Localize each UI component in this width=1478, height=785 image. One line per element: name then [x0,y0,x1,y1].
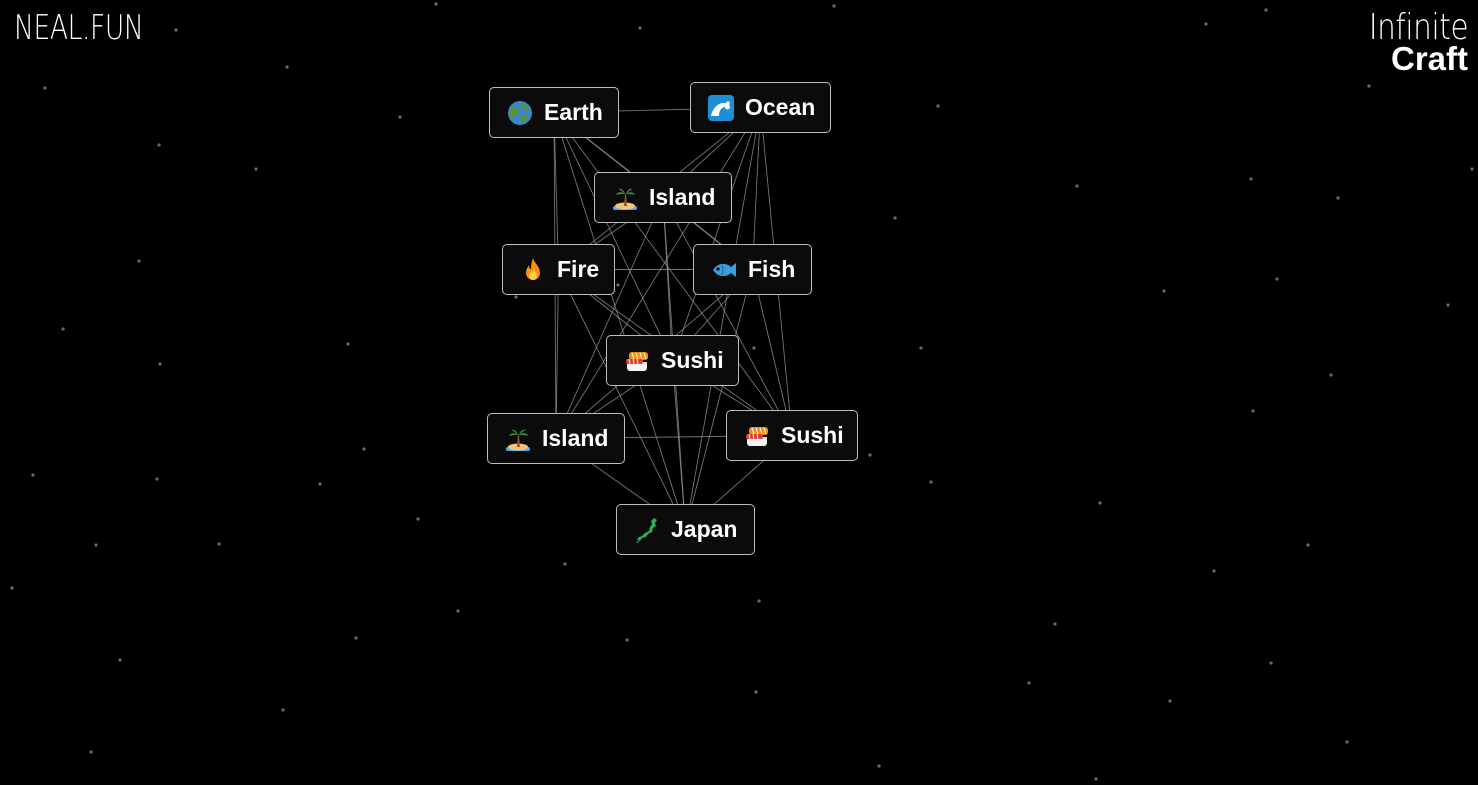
connection-line [555,107,761,439]
element-label: Sushi [781,422,844,448]
element-label: Fish [748,256,796,282]
connection-line [553,112,793,436]
connection-line [553,112,673,361]
connection-line [672,107,761,361]
element-label: Earth [544,99,603,125]
fish-icon [710,256,738,284]
element-earth[interactable]: Earth [489,87,619,138]
element-label: Japan [671,516,738,542]
connection-line [555,269,559,439]
element-island[interactable]: Island [487,413,625,464]
element-island[interactable]: Island [594,172,732,223]
element-sushi[interactable]: Sushi [726,410,858,461]
connection-line [558,269,686,530]
element-label: Island [649,184,716,210]
connection-line [752,107,761,270]
sushi-icon [623,347,651,375]
japan-map-icon [633,516,661,544]
app-title-craft: Craft [1390,40,1468,77]
connection-line [553,112,559,270]
connection-line [553,112,686,530]
element-ocean[interactable]: Ocean [690,82,831,133]
element-japan[interactable]: Japan [616,504,755,555]
desert-island-icon [504,425,532,453]
sushi-icon [743,422,771,450]
water-wave-icon [707,94,735,122]
connection-line [555,197,664,439]
element-label: Sushi [661,347,724,373]
desert-island-icon [611,184,639,212]
element-sushi[interactable]: Sushi [606,335,739,386]
globe-earth-icon [506,99,534,127]
neal-fun-logo[interactable]: NEAL.FUN [14,8,144,48]
connection-line [752,269,793,436]
connection-line [685,269,753,530]
app-title-infinite: Infinite [1368,7,1469,48]
element-fire[interactable]: Fire [502,244,615,295]
app-title: Infinite Craft [1347,7,1469,77]
element-label: Fire [557,256,600,282]
element-label: Island [542,425,609,451]
connection-line [662,197,793,436]
connection-line [672,360,686,530]
element-label: Ocean [745,94,816,120]
fire-icon [519,256,547,284]
element-fish[interactable]: Fish [693,244,812,295]
connection-line [685,107,761,530]
